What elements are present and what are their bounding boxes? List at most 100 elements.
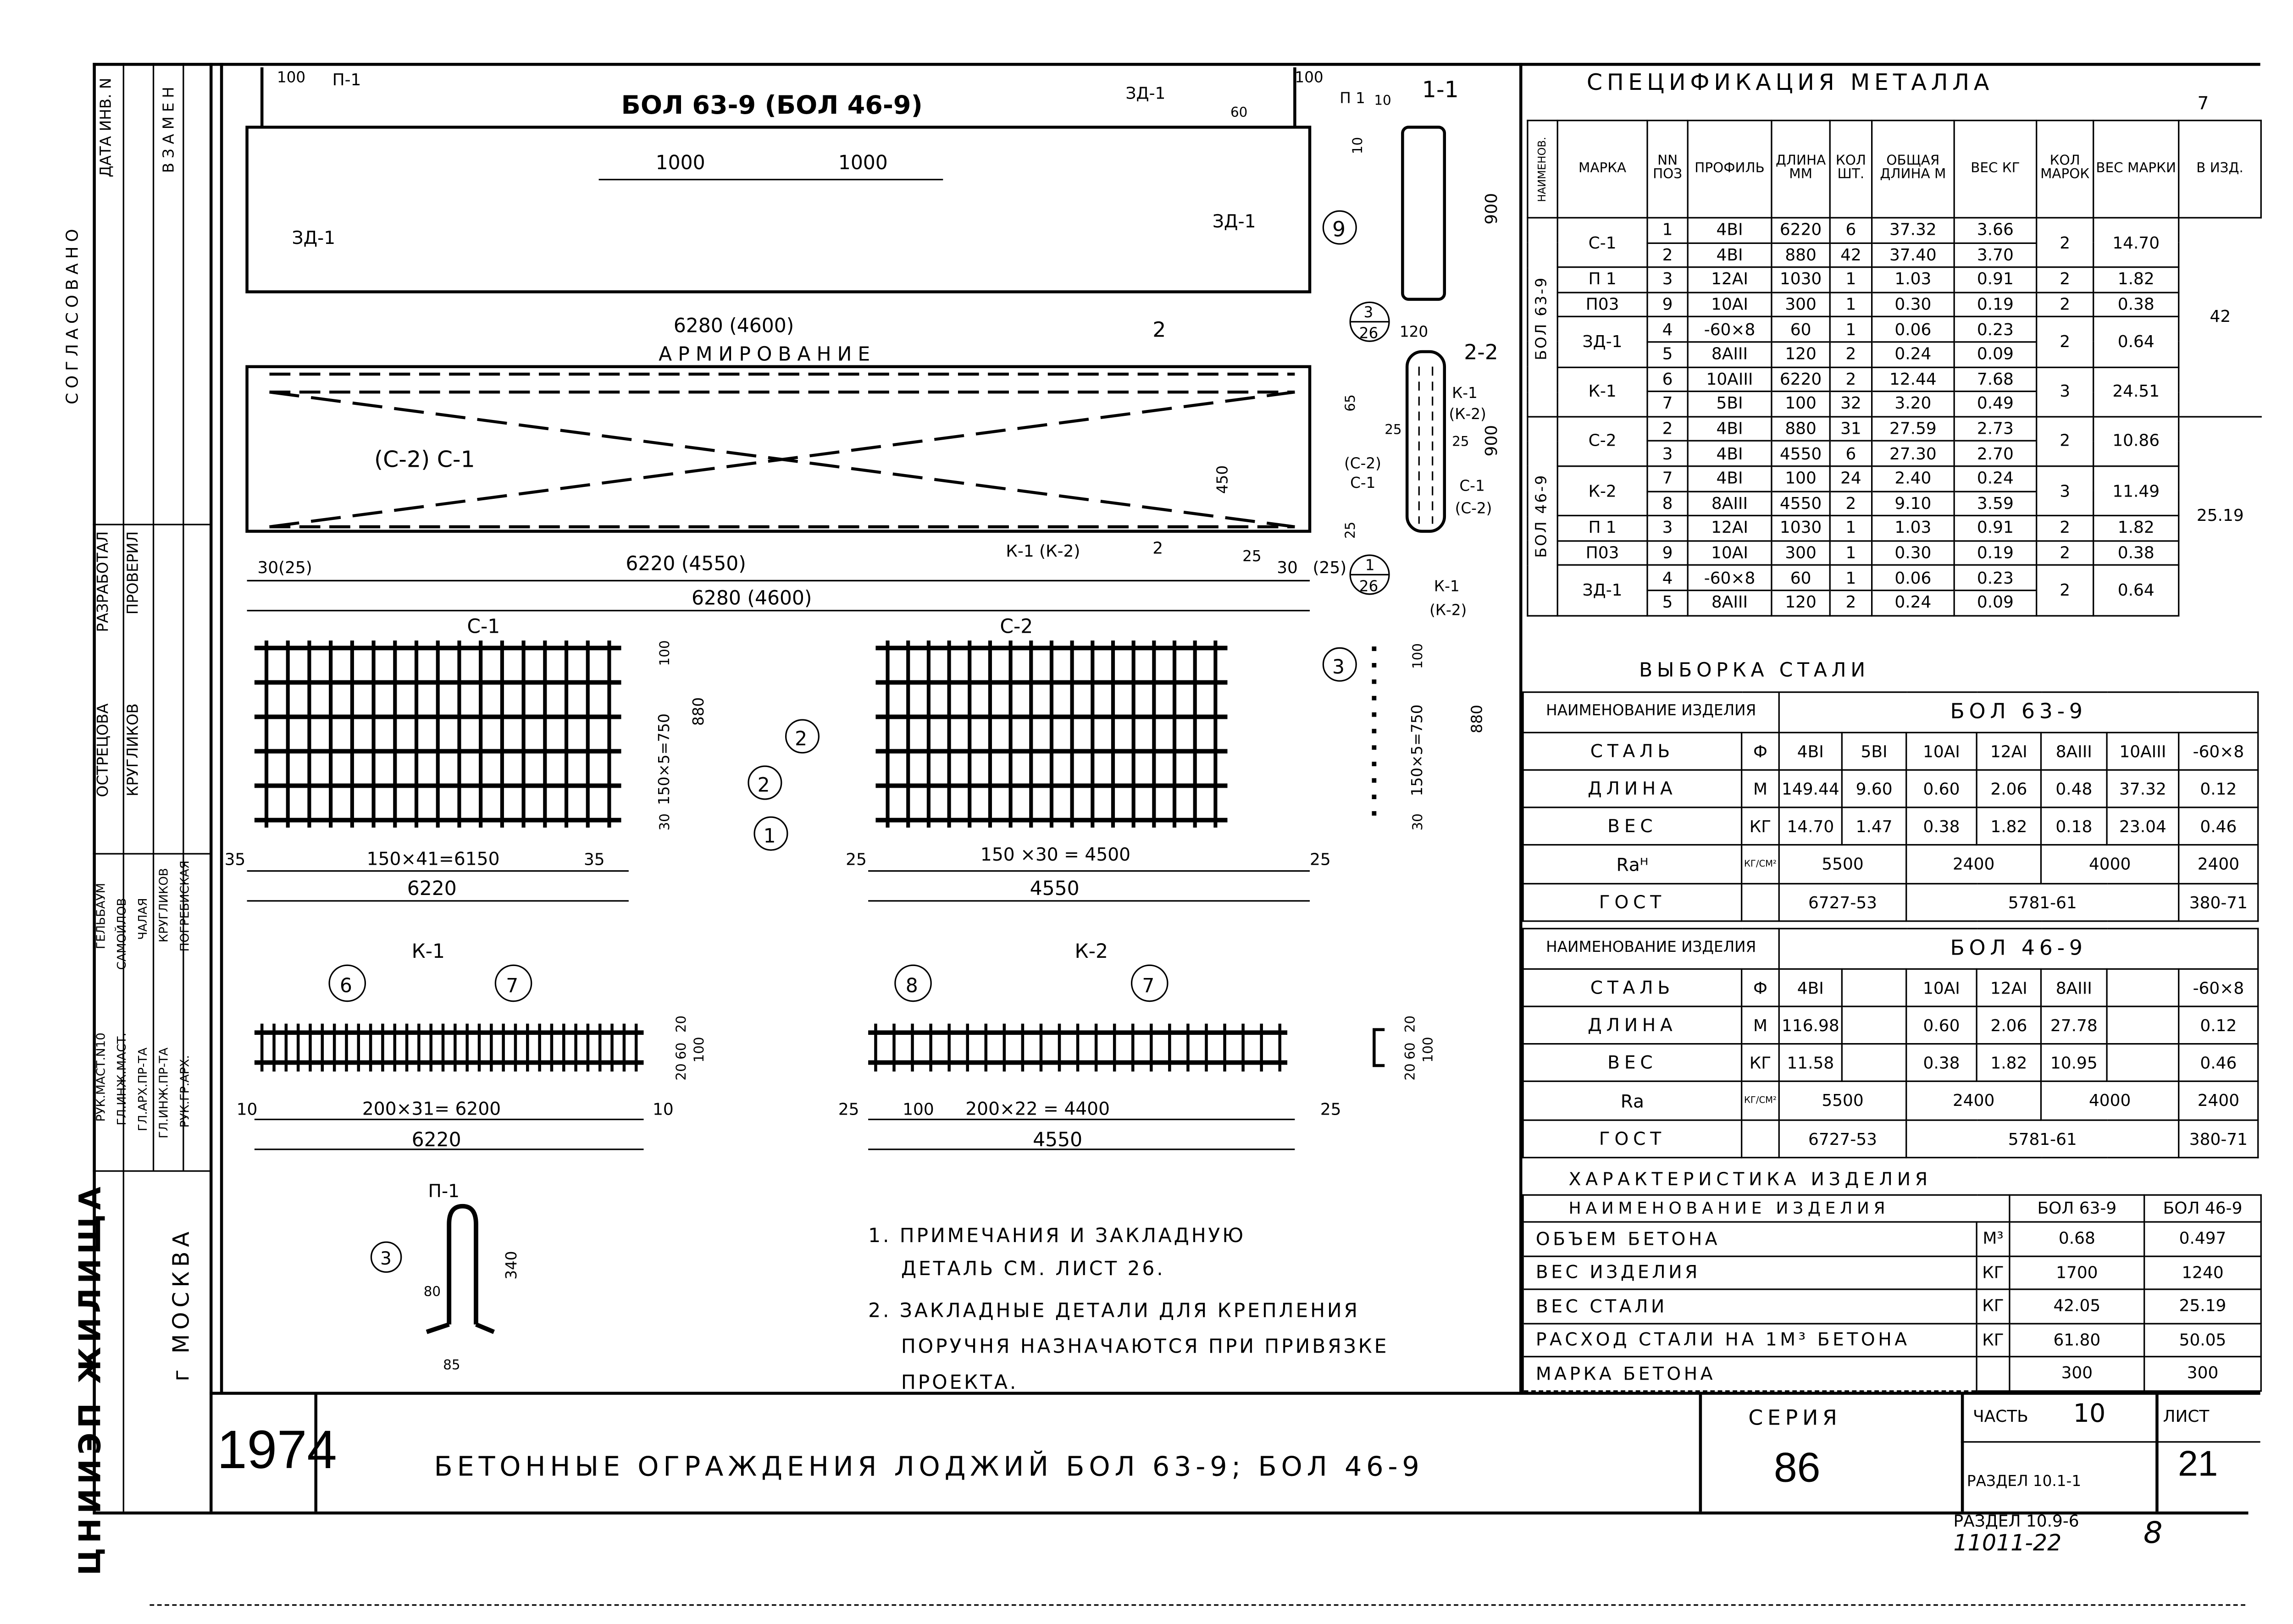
- selection-row-label: Rа: [1522, 1080, 1743, 1121]
- detail-p1-label: П-1: [428, 1181, 460, 1202]
- spec-product-name: БОЛ 63-9: [1527, 217, 1558, 417]
- note-line: 1. ПРИМЕЧАНИЯ И ЗАКЛАДНУЮ: [868, 1225, 1246, 1247]
- spec-value: 3: [1646, 440, 1689, 467]
- position-marker: [370, 1241, 402, 1273]
- frame-label: (К-2): [1449, 405, 1486, 423]
- spec-value: 2: [1829, 490, 1873, 517]
- spec-mark-weight: 11.49: [2093, 465, 2180, 517]
- selection-row-label: ГОСТ: [1522, 1119, 1743, 1159]
- frame-side-view: [1373, 1028, 1385, 1067]
- spec-value: 3.20: [1871, 391, 1955, 417]
- characteristics-value: 300: [2143, 1356, 2262, 1391]
- spec-value: 5ВI: [1687, 391, 1772, 417]
- spec-value: 42: [1829, 242, 1873, 268]
- reference-sheet: 26: [1359, 577, 1379, 595]
- dim-label: 25: [838, 1100, 859, 1119]
- spec-value: 32: [1829, 391, 1873, 417]
- selection-value: 10АI: [1905, 732, 1977, 771]
- spec-mark-count: 2: [2036, 415, 2094, 467]
- spec-value: 10АI: [1687, 291, 1772, 318]
- spec-value: 6: [1829, 217, 1873, 243]
- frame-k1: [254, 1023, 644, 1072]
- frame-label: К-1: [1434, 577, 1460, 595]
- spec-mark-weight: 0.64: [2093, 316, 2180, 368]
- selection-value: 9.60: [1841, 769, 1907, 808]
- selection-value: 12АI: [1976, 732, 2042, 771]
- characteristics-unit: КГ: [1976, 1254, 2011, 1290]
- selection-value: 5781-61: [1905, 1119, 2180, 1159]
- spec-marka: К-2: [1556, 465, 1648, 517]
- spec-header: МАРКА: [1556, 120, 1648, 219]
- spec-mark-weight: 24.51: [2093, 366, 2180, 417]
- selection-value: 2.06: [1976, 769, 2042, 808]
- dim-label: 60: [673, 1043, 689, 1060]
- selection-value: 380-71: [2178, 1119, 2259, 1159]
- sidebar-row-line: [93, 853, 210, 855]
- mesh-c1-label: С-1: [467, 616, 500, 638]
- bar-diagonal: [269, 390, 1295, 529]
- selection-value: 4ВI: [1778, 732, 1843, 771]
- spec-value: 2: [1646, 242, 1689, 268]
- selection-value: 5ВI: [1841, 732, 1907, 771]
- selection-row-label: Rаᴴ: [1522, 844, 1743, 885]
- spec-value: 10АI: [1687, 540, 1772, 566]
- characteristics-value: 25.19: [2143, 1288, 2262, 1324]
- characteristics-value: 61.80: [2009, 1322, 2145, 1358]
- spec-value: 1.03: [1871, 515, 1955, 541]
- spec-mark-count: 2: [2036, 291, 2094, 318]
- spec-marka: С-2: [1556, 415, 1648, 467]
- spec-mark-weight: 1.82: [2093, 515, 2180, 541]
- sheet-label: ЛИСТ: [2163, 1407, 2210, 1426]
- spec-marka: ЗД-1: [1556, 564, 1648, 616]
- characteristics-header: НАИМЕНОВАНИЕ ИЗДЕЛИЯ: [1522, 1194, 2011, 1223]
- cut-label: 2: [1152, 539, 1163, 558]
- p1-label: П-1: [332, 71, 361, 89]
- spec-value: 0.06: [1871, 564, 1955, 591]
- panel-reinforcement: [245, 365, 1312, 533]
- spec-value: 1: [1829, 316, 1873, 343]
- spec-product-name: БОЛ 46-9: [1527, 416, 1558, 615]
- spec-value: 3.59: [1953, 490, 2038, 517]
- spec-value: 12АI: [1687, 515, 1772, 541]
- spec-value: 0.09: [1953, 589, 2038, 616]
- spec-value: 2: [1829, 341, 1873, 368]
- frame-label: К-1 (К-2): [1006, 542, 1080, 561]
- spec-value: 5: [1646, 341, 1689, 368]
- spec-title: СПЕЦИФИКАЦИЯ МЕТАЛЛА: [1586, 69, 1994, 96]
- section-1-1: [1401, 126, 1446, 301]
- year: 1974: [217, 1419, 337, 1480]
- selection-value: 1.47: [1841, 806, 1907, 846]
- spec-value: 120: [1771, 589, 1831, 616]
- spec-mark-count: 3: [2036, 366, 2094, 417]
- selection-value: 12АI: [1976, 968, 2042, 1007]
- cut-line: [150, 1604, 2246, 1606]
- dim-label: 6280 (4600): [674, 315, 794, 337]
- spec-value: 0.06: [1871, 316, 1955, 343]
- dim-label: 20: [673, 1063, 689, 1080]
- detail-p1-shape: [426, 1204, 495, 1334]
- position-marker: [748, 765, 782, 800]
- selection-unit: Ф: [1741, 732, 1780, 771]
- selection-value: 1.82: [1976, 806, 2042, 846]
- spec-mark-weight: 1.82: [2093, 266, 2180, 293]
- spec-value: 10АIII: [1687, 366, 1772, 392]
- section-label: РАЗДЕЛ 10.1-1: [1966, 1474, 2082, 1491]
- position-number: 7: [506, 975, 518, 997]
- note-line: ПРОЕКТА.: [901, 1371, 1018, 1394]
- selection-value: 4000: [2040, 844, 2180, 885]
- selection-name-label: НАИМЕНОВАНИЕ ИЗДЕЛИЯ: [1522, 928, 1780, 970]
- selection-value: 4000: [2040, 1080, 2180, 1121]
- selection-value: [1841, 968, 1907, 1007]
- spec-mark-weight: 0.38: [2093, 540, 2180, 566]
- title-block-top: [209, 1392, 2260, 1394]
- dim-label: 25: [1320, 1100, 1341, 1119]
- selection-value: 8АIII: [2040, 968, 2108, 1007]
- selection-row-label: ГОСТ: [1522, 883, 1743, 922]
